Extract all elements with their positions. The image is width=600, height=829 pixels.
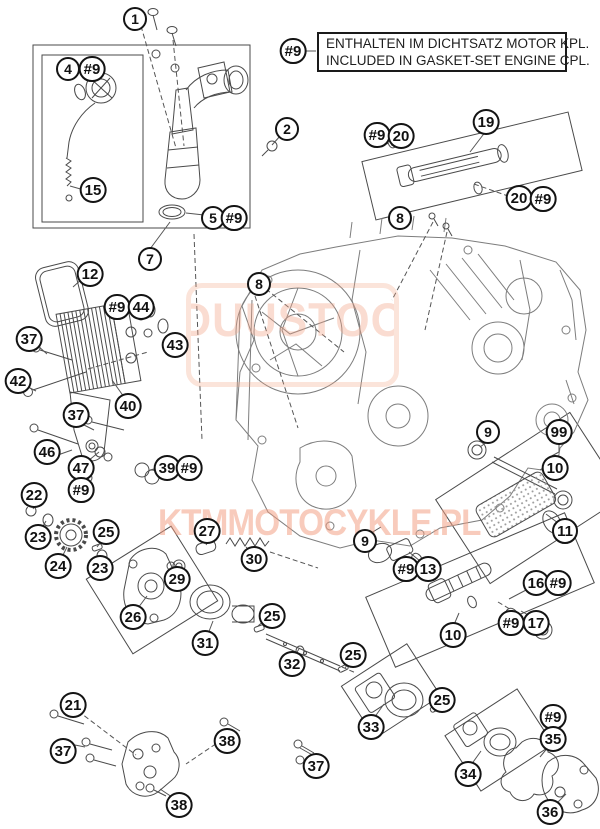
callout-hash9: #9	[67, 477, 95, 503]
callout-40: 40	[114, 393, 142, 419]
pump-rotors-art	[49, 664, 599, 814]
callout-31: 31	[191, 630, 219, 656]
callout-10: 10	[439, 622, 467, 648]
callout-9: 9	[353, 529, 377, 553]
leader-line	[424, 231, 448, 331]
callout-43: 43	[161, 332, 189, 358]
callout-21: 21	[59, 692, 87, 718]
callout-99: 99	[545, 419, 573, 445]
center-watermark-text: DUUSTOO	[186, 293, 399, 346]
callout-36: 36	[536, 799, 564, 825]
callout-hash9: #9	[78, 56, 106, 82]
callout-10: 10	[541, 455, 569, 481]
callout-7: 7	[138, 247, 162, 271]
callout-35: 35	[539, 726, 567, 752]
leader-line	[193, 233, 203, 441]
callout-37: 37	[302, 753, 330, 779]
leader-line	[473, 183, 509, 197]
callout-hash9: #9	[363, 122, 391, 148]
grouping-boxes	[32, 44, 600, 792]
callout-20: 20	[505, 185, 533, 211]
callout-hash9: #9	[279, 38, 307, 64]
oil-filler-tube-art	[147, 8, 278, 220]
callout-44: 44	[127, 294, 155, 320]
callout-hash9: #9	[220, 205, 248, 231]
callout-13: 13	[414, 556, 442, 582]
gasket-note-box: ENTHALTEN IM DICHTSATZ MOTOR KPL. INCLUD…	[317, 32, 590, 72]
callout-12: 12	[76, 261, 104, 287]
leader-line	[149, 221, 171, 250]
callout-hash9: #9	[529, 186, 557, 212]
leader-line	[341, 666, 357, 674]
callout-34: 34	[454, 761, 482, 787]
callout-8: 8	[388, 206, 412, 230]
callout-2: 2	[275, 117, 299, 141]
leader-line	[265, 288, 345, 353]
callout-hash9: #9	[103, 294, 131, 320]
dipstick-art	[65, 72, 117, 202]
callout-42: 42	[4, 368, 32, 394]
callout-29: 29	[163, 566, 191, 592]
note-line-english: INCLUDED IN GASKET-SET ENGINE CPL.	[326, 53, 590, 68]
callout-38: 38	[213, 728, 241, 754]
callout-hash9: #9	[175, 455, 203, 481]
callout-23: 23	[86, 555, 114, 581]
leader-line	[77, 710, 137, 756]
leader-line	[269, 551, 319, 569]
callout-1: 1	[123, 7, 147, 31]
callout-25: 25	[92, 519, 120, 545]
callout-26: 26	[119, 604, 147, 630]
callout-24: 24	[44, 553, 72, 579]
callout-11: 11	[552, 518, 578, 544]
callout-15: 15	[79, 177, 107, 203]
callout-22: 22	[20, 482, 48, 508]
engine-crankcase-art	[235, 215, 589, 549]
callout-16: 16	[522, 570, 550, 596]
leader-line	[391, 221, 434, 301]
callout-37: 37	[15, 326, 43, 352]
leader-line	[254, 295, 299, 429]
callout-32: 32	[278, 651, 306, 677]
center-watermark: DUUSTOO	[186, 283, 399, 387]
callout-30: 30	[240, 546, 268, 572]
callout-25: 25	[428, 687, 456, 713]
callout-25: 25	[339, 642, 367, 668]
callout-25: 25	[258, 603, 286, 629]
callout-8: 8	[247, 272, 271, 296]
callout-hash9: #9	[539, 704, 567, 730]
callout-23: 23	[24, 524, 52, 550]
leader-lines	[25, 25, 567, 805]
callout-hash9: #9	[392, 556, 420, 582]
callout-47: 47	[67, 455, 95, 481]
callout-17: 17	[522, 610, 550, 636]
callout-37: 37	[62, 402, 90, 428]
callout-20: 20	[387, 123, 415, 149]
leader-line	[140, 25, 177, 149]
callout-27: 27	[193, 518, 221, 544]
note-line-german: ENTHALTEN IM DICHTSATZ MOTOR KPL.	[326, 36, 590, 51]
callout-4: 4	[56, 57, 80, 81]
callout-hash9: #9	[544, 570, 572, 596]
callout-hash9: #9	[497, 610, 525, 636]
callout-37: 37	[49, 738, 77, 764]
callout-33: 33	[357, 714, 385, 740]
callout-46: 46	[33, 439, 61, 465]
callout-19: 19	[472, 109, 500, 135]
leader-line	[172, 39, 185, 147]
leader-line	[87, 351, 149, 370]
callout-9: 9	[476, 420, 500, 444]
callout-38: 38	[165, 792, 193, 818]
